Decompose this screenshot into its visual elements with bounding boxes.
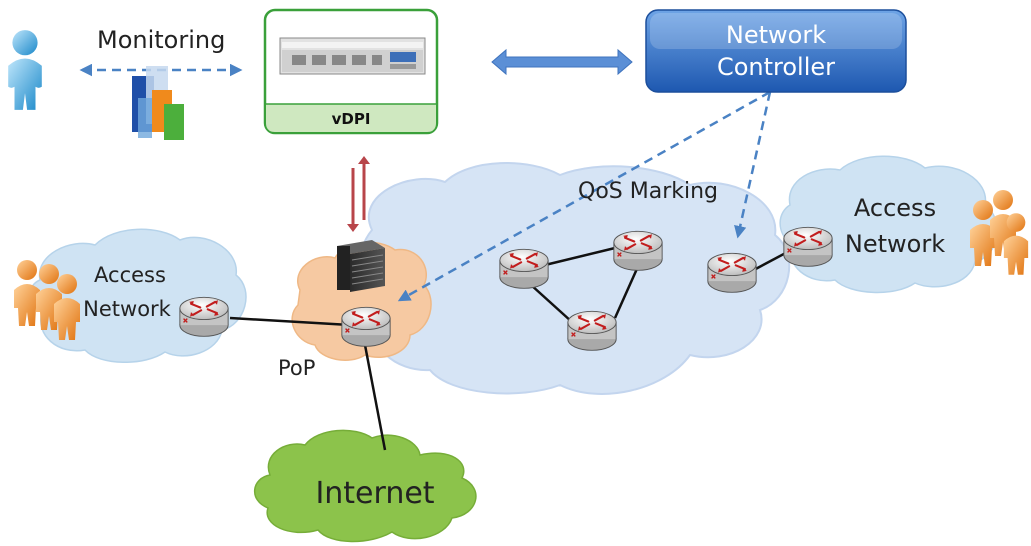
access-network-right-line1: Access [854, 194, 936, 222]
vdpi-controller-arrow [491, 48, 633, 76]
qos-marking-label: QoS Marking [578, 179, 718, 204]
router-icon-access-right[interactable] [782, 226, 834, 268]
internet-label: Internet [315, 476, 434, 511]
access-network-left-line1: Access [94, 263, 166, 287]
router-icon-core-1[interactable] [498, 248, 550, 290]
router-icon-pop[interactable] [340, 306, 392, 348]
pop-label: PoP [278, 356, 315, 380]
monitoring-label: Monitoring [97, 26, 225, 54]
network-controller-box[interactable]: Network Controller [645, 9, 907, 93]
user-icon [8, 30, 42, 110]
router-icon-core-2[interactable] [612, 230, 664, 272]
router-icon-access-left[interactable] [178, 296, 230, 338]
router-icon-core-3[interactable] [566, 310, 618, 352]
core-network-cloud [356, 162, 791, 395]
internet-cloud [254, 429, 477, 543]
access-network-cloud-left [29, 228, 247, 363]
controller-label-line1: Network [726, 21, 826, 49]
people-group-icon-right [970, 190, 1029, 275]
server-rack-icon [337, 240, 385, 292]
vdpi-server-arrows [347, 156, 370, 232]
router-icon-core-edge[interactable] [706, 252, 758, 294]
vdpi-box[interactable]: vDPI [263, 8, 439, 135]
access-network-cloud-right [779, 155, 999, 294]
controller-label-line2: Controller [717, 53, 835, 81]
controller-dashed-links [397, 90, 772, 302]
vdpi-label: vDPI [332, 110, 371, 128]
bar-chart-icon [132, 66, 184, 140]
access-network-left-line2: Network [83, 297, 172, 321]
server-appliance-icon [279, 37, 426, 75]
access-network-right-line2: Network [845, 230, 945, 258]
